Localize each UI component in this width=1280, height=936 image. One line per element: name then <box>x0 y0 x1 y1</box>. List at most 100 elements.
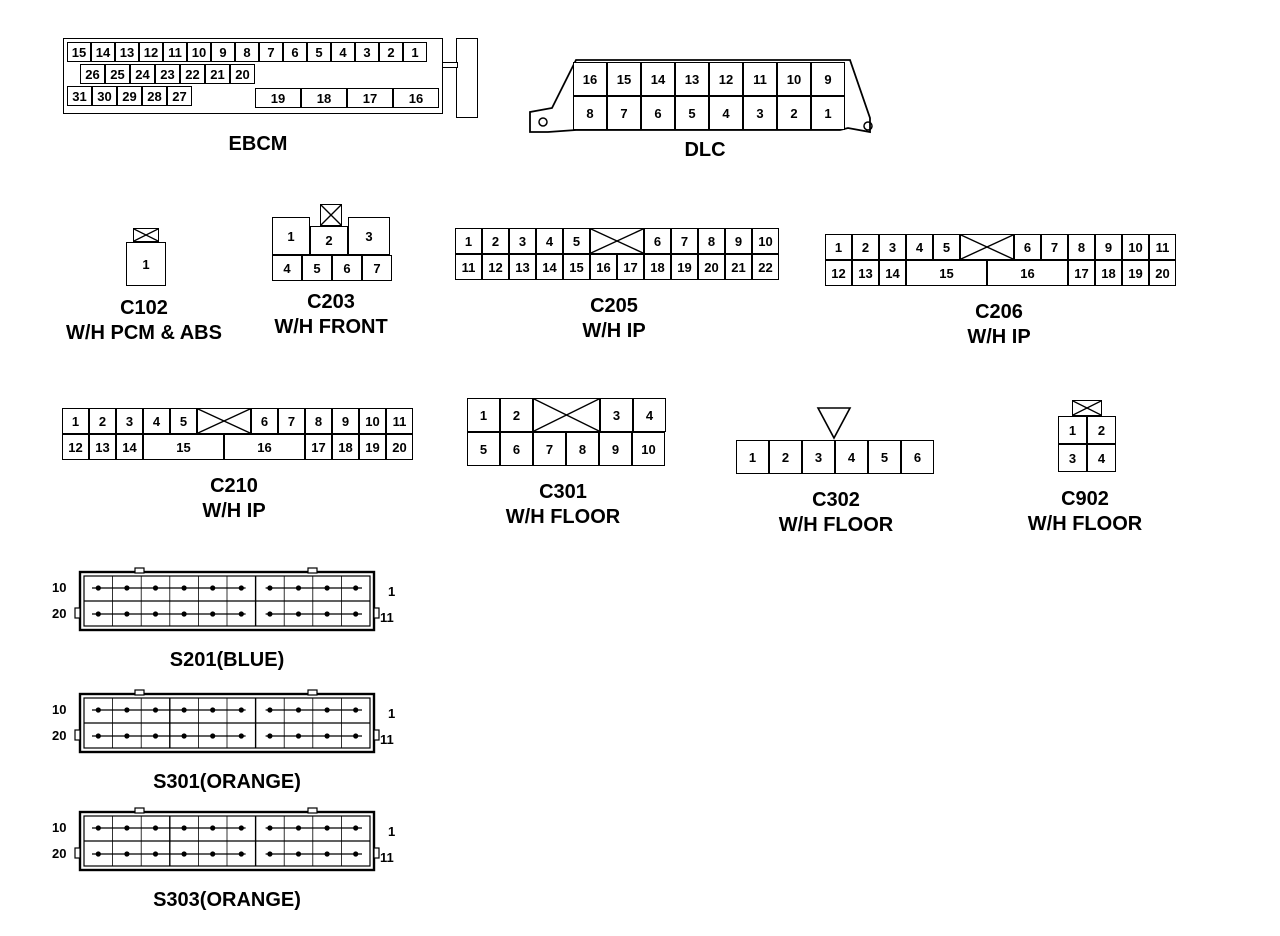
ebcm-pin: 24 <box>130 64 155 84</box>
s301-end-label: 20 <box>52 728 67 743</box>
ebcm-pin: 25 <box>105 64 130 84</box>
blank-cavity-x <box>197 408 251 434</box>
c206-pin: 3 <box>879 234 906 260</box>
connector-name: EBCM <box>228 133 288 155</box>
blank-cavity-x <box>320 204 342 226</box>
splice-name: S303(ORANGE) <box>153 889 301 911</box>
connector-name: C205 <box>590 295 638 317</box>
c206-pin: 13 <box>852 260 879 286</box>
c301-pin: 5 <box>467 432 500 466</box>
ebcm-pin: 30 <box>92 86 117 106</box>
c206-pin: 9 <box>1095 234 1122 260</box>
dlc-pin: 11 <box>743 62 777 96</box>
c210-pin: 16 <box>224 434 305 460</box>
ebcm-pin: 22 <box>180 64 205 84</box>
connector-subtitle: W/H FLOOR <box>1027 513 1143 535</box>
ebcm-pin: 5 <box>307 42 331 62</box>
splice-name: S301(ORANGE) <box>153 771 301 793</box>
c301-pin: 1 <box>467 398 500 432</box>
c205-pin: 20 <box>698 254 725 280</box>
ebcm-pin: 8 <box>235 42 259 62</box>
c206-pin: 20 <box>1149 260 1176 286</box>
c302-pin: 3 <box>802 440 835 474</box>
c206-pin: 14 <box>879 260 906 286</box>
c205-pin: 21 <box>725 254 752 280</box>
ebcm-pin: 27 <box>167 86 192 106</box>
c210-pin: 17 <box>305 434 332 460</box>
c301-pin: 7 <box>533 432 566 466</box>
c301-pin: 9 <box>599 432 632 466</box>
c210-pin: 19 <box>359 434 386 460</box>
blank-cavity-x <box>133 228 159 242</box>
ebcm-pin: 14 <box>91 42 115 62</box>
c210-pin: 7 <box>278 408 305 434</box>
dlc-pin: 5 <box>675 96 709 130</box>
c203-pin: 2 <box>310 226 348 255</box>
splice-name: S201(BLUE) <box>169 649 285 671</box>
dlc-pin: 8 <box>573 96 607 130</box>
c902-pin: 1 <box>1058 416 1087 444</box>
c203-pin: 6 <box>332 255 362 281</box>
ebcm-pin: 12 <box>139 42 163 62</box>
c210-pin: 11 <box>386 408 413 434</box>
dlc-pin: 12 <box>709 62 743 96</box>
c205-pin: 1 <box>455 228 482 254</box>
c210-pin: 6 <box>251 408 278 434</box>
c203-pin: 3 <box>348 217 390 255</box>
dlc-pin: 4 <box>709 96 743 130</box>
ebcm-lock-tab <box>456 38 478 118</box>
blank-cavity-x <box>590 228 644 254</box>
ebcm-pin: 18 <box>301 88 347 108</box>
connector-name: C206 <box>975 301 1023 323</box>
s201-end-label: 20 <box>52 606 67 621</box>
c902-pin: 4 <box>1087 444 1116 472</box>
connector-subtitle: W/H PCM & ABS <box>66 322 222 344</box>
connector-name: C902 <box>1061 488 1109 510</box>
s303-end-label: 11 <box>380 850 394 865</box>
c302-pin: 4 <box>835 440 868 474</box>
blank-cavity-x <box>533 398 600 432</box>
c206-pin: 19 <box>1122 260 1149 286</box>
ebcm-caption: EBCM <box>229 132 288 157</box>
ebcm-pin: 11 <box>163 42 187 62</box>
c206-pin: 8 <box>1068 234 1095 260</box>
c210-pin: 14 <box>116 434 143 460</box>
s201-caption: S201(BLUE) <box>170 648 284 673</box>
c210-pin: 8 <box>305 408 332 434</box>
c206-pin: 7 <box>1041 234 1068 260</box>
connector-subtitle: W/H IP <box>582 320 646 342</box>
c210-pin: 4 <box>143 408 170 434</box>
ebcm-pin: 19 <box>255 88 301 108</box>
dlc-pin: 14 <box>641 62 675 96</box>
connector-name: C203 <box>307 291 355 313</box>
connector-subtitle: W/H FLOOR <box>505 506 621 528</box>
connector-name: C302 <box>812 489 860 511</box>
ebcm-pin: 16 <box>393 88 439 108</box>
c210-pin: 20 <box>386 434 413 460</box>
c205-pin: 13 <box>509 254 536 280</box>
blank-cavity-x <box>1072 400 1102 416</box>
s303-caption: S303(ORANGE) <box>153 888 301 913</box>
c301-pin: 8 <box>566 432 599 466</box>
c205-pin: 15 <box>563 254 590 280</box>
c206-pin: 12 <box>825 260 852 286</box>
ebcm-pin: 31 <box>67 86 92 106</box>
c205-pin: 18 <box>644 254 671 280</box>
c205-pin: 14 <box>536 254 563 280</box>
connector-subtitle: W/H IP <box>967 326 1031 348</box>
dlc-pin: 6 <box>641 96 675 130</box>
ebcm-pin: 1 <box>403 42 427 62</box>
connector-name: C102 <box>120 297 168 319</box>
s301-end-label: 11 <box>380 732 394 747</box>
c205-pin: 12 <box>482 254 509 280</box>
c205-pin: 16 <box>590 254 617 280</box>
c206-pin: 17 <box>1068 260 1095 286</box>
c205-pin: 11 <box>455 254 482 280</box>
c205-pin: 4 <box>536 228 563 254</box>
